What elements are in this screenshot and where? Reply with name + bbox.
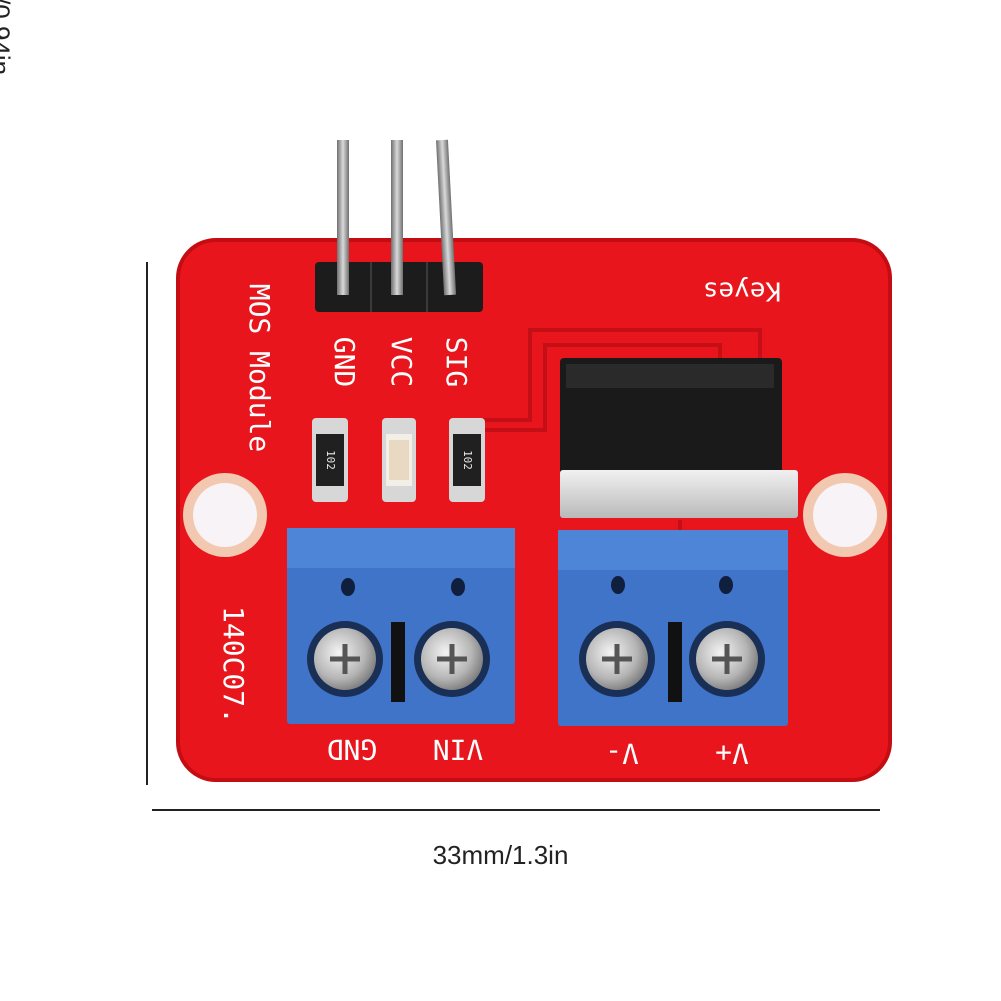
resistor-right: 102 <box>449 418 485 502</box>
mounting-hole-right <box>803 473 887 557</box>
terminal-block-right <box>558 530 788 726</box>
svg-text:102: 102 <box>461 450 474 470</box>
width-dimension-label: 33mm/1.3in <box>432 840 569 870</box>
header-label-sig: SIG <box>440 337 473 388</box>
header-label-gnd: GND <box>328 337 361 388</box>
height-dimension-label: 24mm/0.94in <box>0 0 16 76</box>
terminal-label-v-plus: V+ <box>715 737 749 770</box>
mosfet-chip <box>560 358 798 518</box>
terminal-label-gnd: GND <box>327 733 378 766</box>
terminal-label-v-minus: V- <box>605 737 639 770</box>
terminal-label-vin: VIN <box>433 733 484 766</box>
svg-text:102: 102 <box>324 450 337 470</box>
brand-label: Keyes <box>703 276 781 306</box>
terminal-block-left <box>287 528 515 724</box>
header-pins <box>337 139 457 296</box>
header-label-vcc: VCC <box>385 337 418 388</box>
pcb-edge-shade <box>176 238 892 782</box>
mounting-hole-left <box>183 473 267 557</box>
board-code-label: 140C07. <box>217 606 250 724</box>
resistor-left: 102 <box>312 418 348 502</box>
led-smd <box>382 418 416 502</box>
module-name-label: MOS Module <box>243 284 276 453</box>
